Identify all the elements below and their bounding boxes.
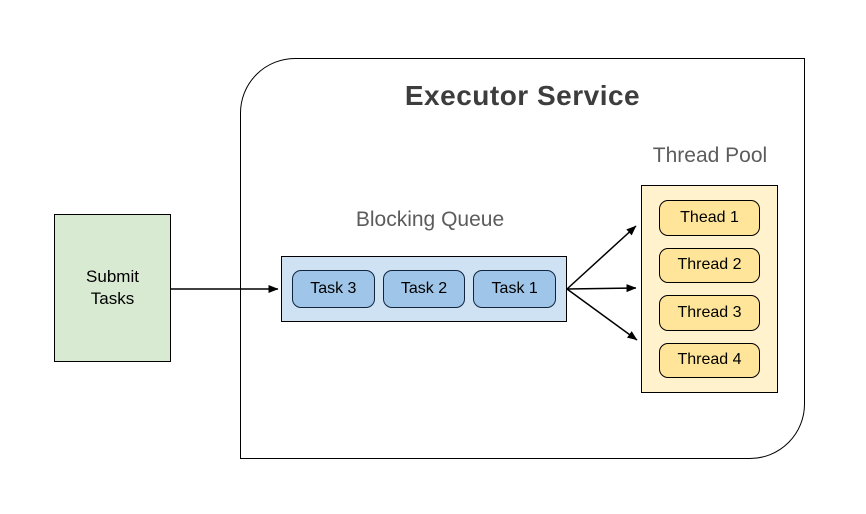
thread-box-3: Thread 3 (659, 295, 760, 331)
task-box-3: Task 3 (292, 270, 375, 308)
task-box-1: Task 1 (473, 270, 557, 308)
thread-pool-box: Thead 1 Thread 2 Thread 3 Thread 4 (641, 185, 778, 393)
submit-tasks-box: Submit Tasks (54, 214, 171, 362)
thread-box-1: Thead 1 (659, 200, 760, 236)
thread-box-2: Thread 2 (659, 247, 760, 283)
executor-service-title: Executor Service (404, 80, 641, 111)
blocking-queue-box: Task 3 Task 2 Task 1 (281, 256, 567, 322)
submit-tasks-label: Submit Tasks (86, 267, 139, 308)
task-box-2: Task 2 (382, 270, 466, 308)
thread-pool-label: Thread Pool (652, 144, 768, 167)
thread-box-4: Thread 4 (659, 342, 760, 378)
blocking-queue-label: Blocking Queue (355, 208, 505, 231)
